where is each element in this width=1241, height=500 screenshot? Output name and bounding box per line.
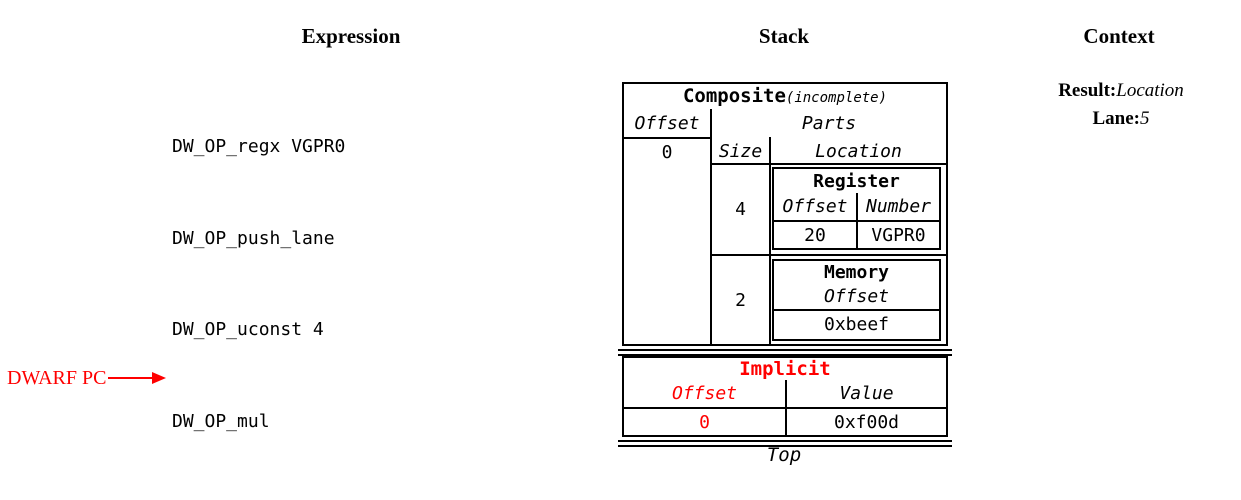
parts-header-text: Parts (801, 112, 857, 134)
register-location-table: Register Offset Number 20 VGPR0 (772, 167, 941, 250)
context-result-line: Result:Location (1021, 80, 1221, 102)
composite-offset-header: Offset (634, 112, 700, 134)
register-offset-value: 20 (804, 224, 826, 246)
expression-column-title: Expression (301, 24, 401, 48)
memory-location-table: Memory Offset 0xbeef (772, 259, 941, 341)
offset-parts-divider (710, 109, 712, 344)
result-label: Result: (1058, 80, 1117, 101)
implicit-value-header: Value (839, 383, 894, 404)
size-location-divider (769, 137, 771, 344)
memory-title: Memory (823, 261, 890, 283)
implicit-offset-value: 0 (699, 411, 710, 433)
composite-entry-table: Composite(incomplete) Offset 0 Parts Siz… (622, 82, 948, 346)
implicit-value-value: 0xf00d (833, 411, 900, 433)
implicit-offset-header: Offset (671, 383, 738, 404)
part-row-divider (710, 254, 946, 256)
register-header-rule (774, 220, 939, 222)
expression-list: DW_OP_regx VGPR0 DW_OP_push_lane DW_OP_u… (172, 71, 378, 500)
part1-size-value: 4 (735, 199, 746, 220)
lane-label: Lane: (1092, 108, 1141, 129)
implicit-entry-table: Implicit Offset Value 0 0xf00d (622, 356, 948, 437)
size-header: Size (718, 141, 763, 162)
composite-title: Composite (682, 85, 786, 107)
stack-entry-separator (618, 349, 952, 356)
register-title: Register (813, 170, 900, 192)
expression-line: DW_OP_push_lane (172, 227, 335, 249)
expression-line: DW_OP_uconst 4 (172, 319, 324, 341)
context-lane-line: Lane:5 (1021, 108, 1221, 130)
expression-line: DW_OP_mul (172, 411, 270, 433)
location-header: Location (815, 141, 902, 162)
parts-header-rule (710, 163, 946, 165)
dwarf-pc-annotation: DWARF PC (7, 366, 167, 389)
memory-header-rule (774, 309, 939, 311)
offset-header-rule (624, 137, 710, 139)
register-number-header: Number (865, 196, 932, 217)
dwarf-pc-label: DWARF PC (7, 366, 107, 389)
composite-offset-value: 0 (661, 141, 673, 163)
implicit-title: Implicit (739, 358, 831, 380)
arrow-right-icon (108, 372, 167, 384)
part2-size-value: 2 (735, 289, 746, 311)
register-number-value: VGPR0 (871, 224, 926, 246)
memory-offset-header: Offset (823, 285, 890, 307)
stack-column-title: Stack (758, 24, 810, 48)
implicit-header-rule (624, 407, 946, 409)
stack-bottom-separator (618, 440, 952, 447)
register-offset-header: Offset (782, 196, 848, 217)
memory-offset-value: 0xbeef (823, 313, 890, 335)
composite-parts-header: Parts (712, 109, 946, 137)
lane-value: 5 (1140, 108, 1150, 129)
composite-subtitle: (incomplete) (785, 90, 888, 106)
context-column-title: Context (1083, 24, 1155, 48)
result-value: Location (1116, 80, 1184, 101)
expression-line: DW_OP_regx VGPR0 (172, 136, 346, 158)
composite-title-row: Composite(incomplete) (624, 85, 946, 109)
stack-top-label: Top (766, 444, 802, 466)
